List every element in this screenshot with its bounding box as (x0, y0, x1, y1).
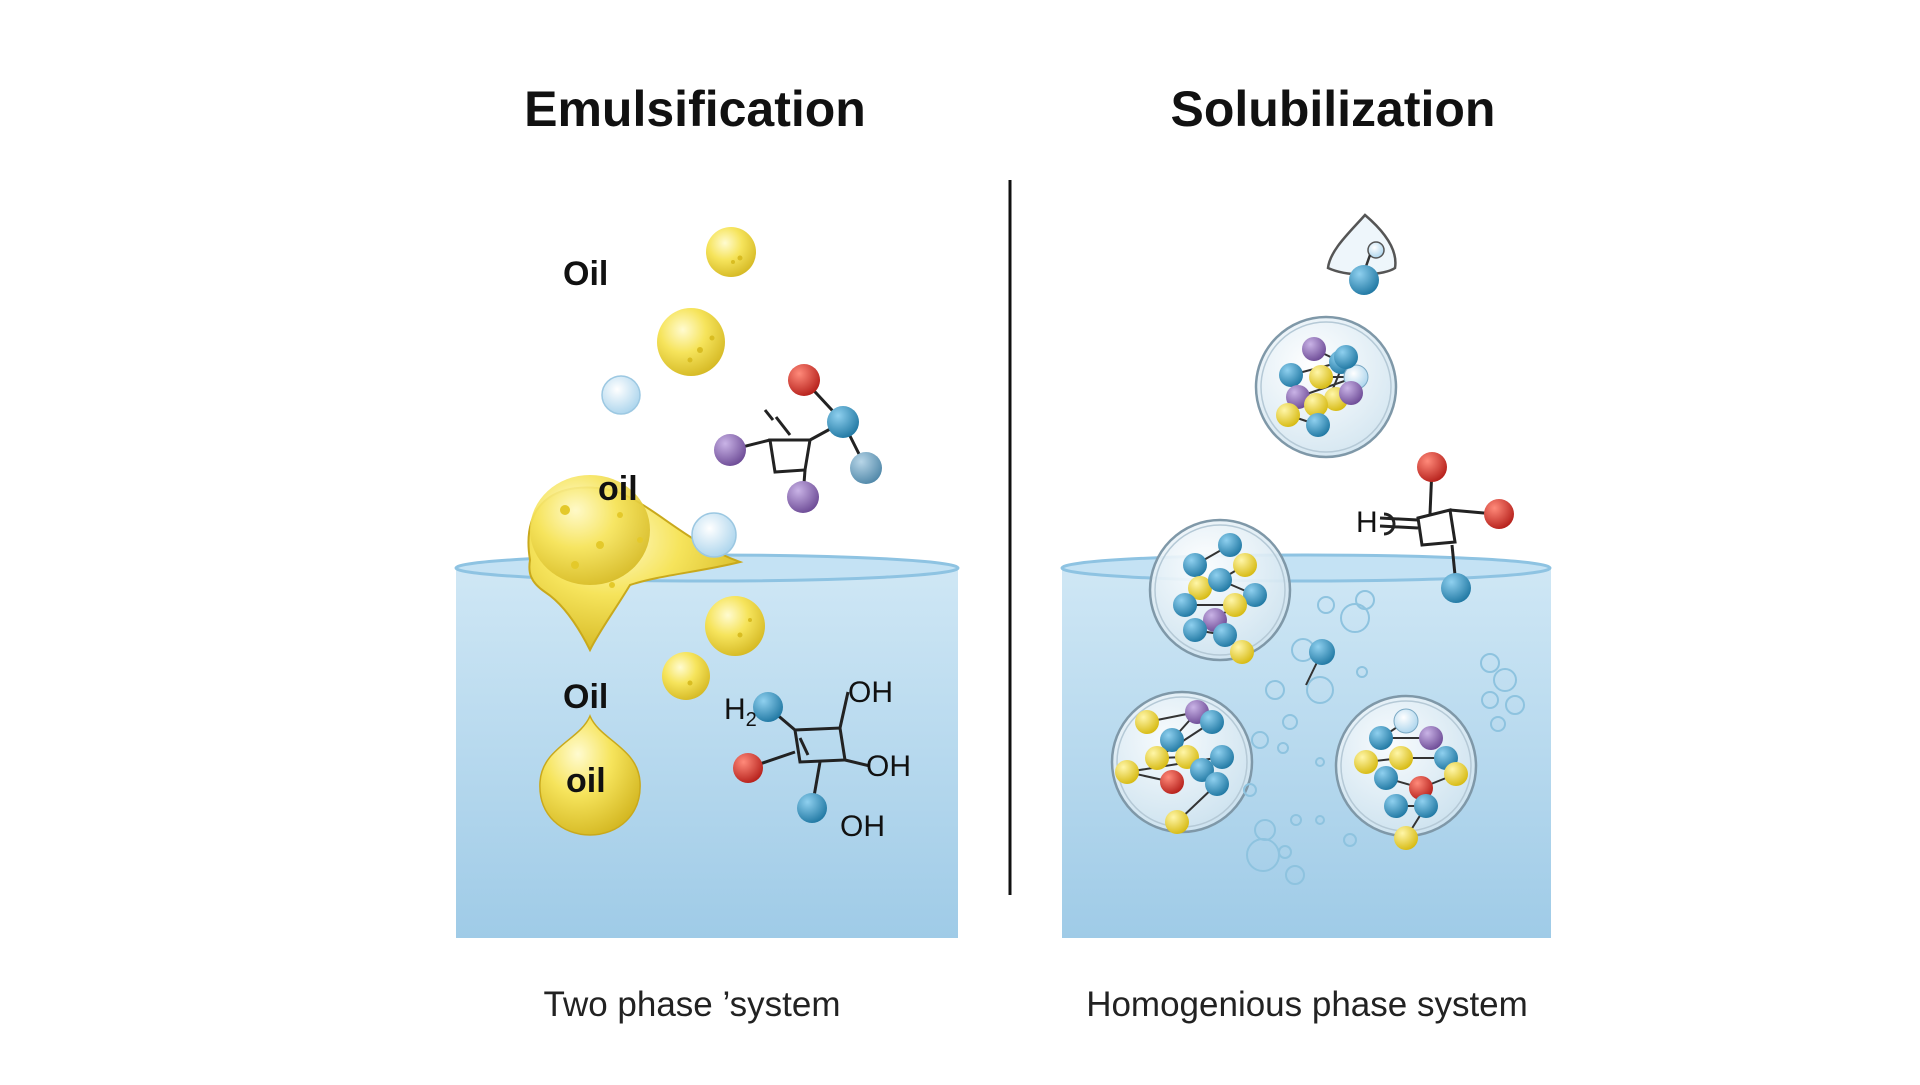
atom-blue (797, 793, 827, 823)
bubble (1243, 783, 1257, 797)
bubble (1265, 680, 1285, 700)
bubble (1306, 676, 1334, 704)
atom-slate (850, 452, 882, 484)
water-bubble (601, 375, 641, 415)
atom-red (788, 364, 820, 396)
bubble (1505, 695, 1525, 715)
left-beaker (454, 553, 960, 938)
bubble (1343, 833, 1357, 847)
floating-oil-blob (527, 475, 744, 653)
bubble (1251, 731, 1269, 749)
oil-droplet-upper (657, 308, 725, 376)
dropper-icon (1326, 213, 1397, 295)
atom-blue (753, 692, 783, 722)
water-bubble (691, 512, 737, 558)
atom-blue (1309, 639, 1335, 665)
atom-purple (714, 434, 746, 466)
bubble (1481, 691, 1499, 709)
atom-red (1417, 452, 1447, 482)
chem-label-oh: OH (840, 810, 885, 843)
oil-droplet-small (662, 652, 710, 700)
bubble (1285, 865, 1305, 885)
right-water-surface (1060, 553, 1552, 583)
oil-drop-large (539, 714, 641, 836)
title-solubilization: Solubilization (1170, 81, 1496, 137)
bubble (1356, 666, 1368, 678)
bubble-trails (1243, 590, 1525, 885)
bubble (1315, 815, 1325, 825)
caption-homogeneous: Homogenious phase system (1086, 985, 1528, 1024)
micelle (1254, 315, 1398, 459)
oil-label: Oil (563, 678, 609, 716)
micelle (1110, 690, 1254, 834)
bubble (1317, 596, 1335, 614)
atom-red (733, 753, 763, 783)
bubble (1355, 590, 1375, 610)
bubble (1315, 757, 1325, 767)
bubble (1340, 603, 1370, 633)
bubble (1493, 668, 1517, 692)
bubble (1282, 714, 1298, 730)
caption-two-phase: Two phase ’system (543, 985, 841, 1024)
micelle (1148, 518, 1292, 664)
oil-label: oil (598, 470, 638, 508)
oil-droplet-top (706, 227, 756, 277)
oil-label: oil (566, 762, 606, 800)
bubble (1490, 716, 1506, 732)
atom-purple (787, 481, 819, 513)
bubble (1246, 838, 1280, 872)
chem-label-h: H (1356, 506, 1378, 539)
oil-droplet-right (705, 596, 765, 656)
bubble (1480, 653, 1500, 673)
chem-label-oh: OH (866, 750, 911, 783)
atom-blue (827, 406, 859, 438)
chem-label-oh: OH (848, 676, 893, 709)
oil-label: Oil (563, 255, 609, 293)
micelle (1334, 694, 1478, 850)
chem-label-h2: H2 (724, 693, 757, 731)
title-emulsification: Emulsification (524, 81, 866, 137)
atom-blue (1441, 573, 1471, 603)
bubble (1277, 742, 1289, 754)
dissolved-molecule (1379, 466, 1496, 586)
surfactant-molecule-upper (729, 378, 868, 498)
atom-red (1484, 499, 1514, 529)
bubble (1290, 814, 1302, 826)
